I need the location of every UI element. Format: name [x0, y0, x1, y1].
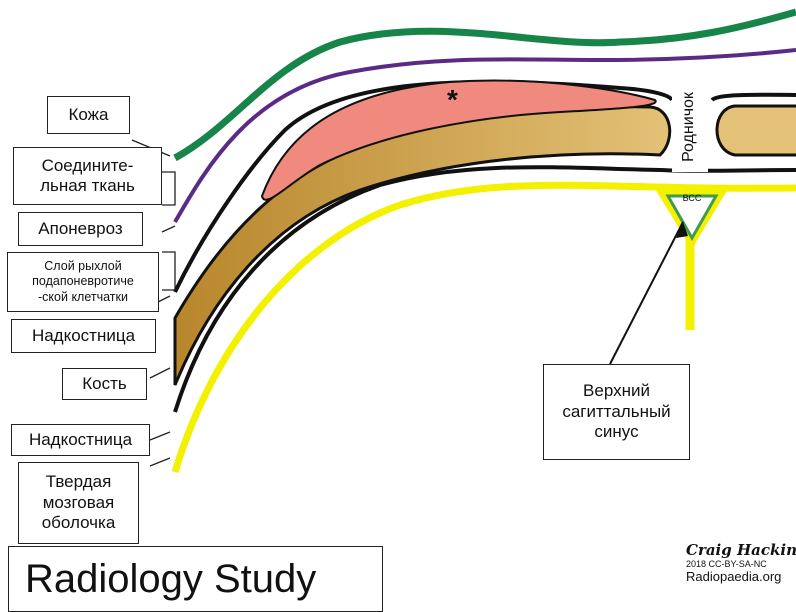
sinus-abbreviation: ВСС [682, 193, 702, 203]
aponeurosis-line-right [710, 92, 796, 102]
sinus-inner-outline [665, 194, 719, 242]
sinus-arrow-head [676, 222, 688, 238]
label-bone: Кость [62, 368, 147, 400]
label-aponeurosis: Апоневроз [18, 212, 143, 246]
bone-right [715, 104, 796, 157]
connective-tissue-line [173, 48, 796, 223]
credit-site: Radiopaedia.org [686, 568, 782, 584]
label-fontanelle: Родничок [672, 80, 706, 174]
fontanelle-text: Родничок [680, 92, 698, 162]
label-periosteum-inner: Надкостница [11, 424, 150, 456]
bone-left [173, 105, 672, 386]
hematoma [260, 79, 657, 201]
skin-layer-line [173, 8, 796, 162]
credit-block: Craig Hacking 2018 CC-BY-SA-NC Radiopaed… [686, 542, 796, 585]
label-sinus: Верхний сагиттальный синус [543, 364, 690, 460]
label-skin: Кожа [47, 96, 130, 134]
radiology-study-title: Radiology Study [8, 546, 383, 612]
label-dura: Твердая мозговая оболочка [18, 462, 139, 544]
label-periosteum-outer: Надкостница [11, 319, 156, 353]
credit-license: 2018 CC-BY-SA-NC [686, 559, 767, 570]
sinus-arrow [609, 221, 684, 365]
credit-author: Craig Hacking [686, 542, 796, 559]
aponeurosis-line [173, 79, 674, 293]
hematoma-asterisk: * [447, 84, 458, 115]
label-loose-tissue: Слой рыхлой подапоневротиче -ской клетча… [7, 252, 159, 312]
fontanelle-gap [672, 82, 708, 172]
label-connective-tissue: Соедините- льная ткань [13, 147, 162, 205]
